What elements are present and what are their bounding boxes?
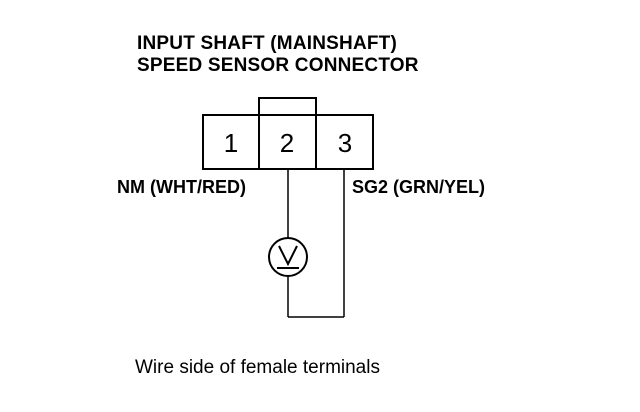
wire-label-sg2: SG2 (GRN/YEL) bbox=[352, 177, 486, 197]
terminal-1-number: 1 bbox=[224, 128, 238, 158]
wire-label-nm: NM (WHT/RED) bbox=[117, 177, 246, 197]
diagram-caption: Wire side of female terminals bbox=[135, 357, 380, 378]
diagram-title-line-2: SPEED SENSOR CONNECTOR bbox=[137, 55, 419, 76]
voltmeter-icon bbox=[268, 237, 308, 277]
terminal-3-number: 3 bbox=[338, 128, 352, 158]
diagram-title-line-1: INPUT SHAFT (MAINSHAFT) bbox=[137, 33, 398, 54]
connector-lock-tab bbox=[258, 97, 317, 116]
terminal-2-number: 2 bbox=[280, 128, 294, 158]
